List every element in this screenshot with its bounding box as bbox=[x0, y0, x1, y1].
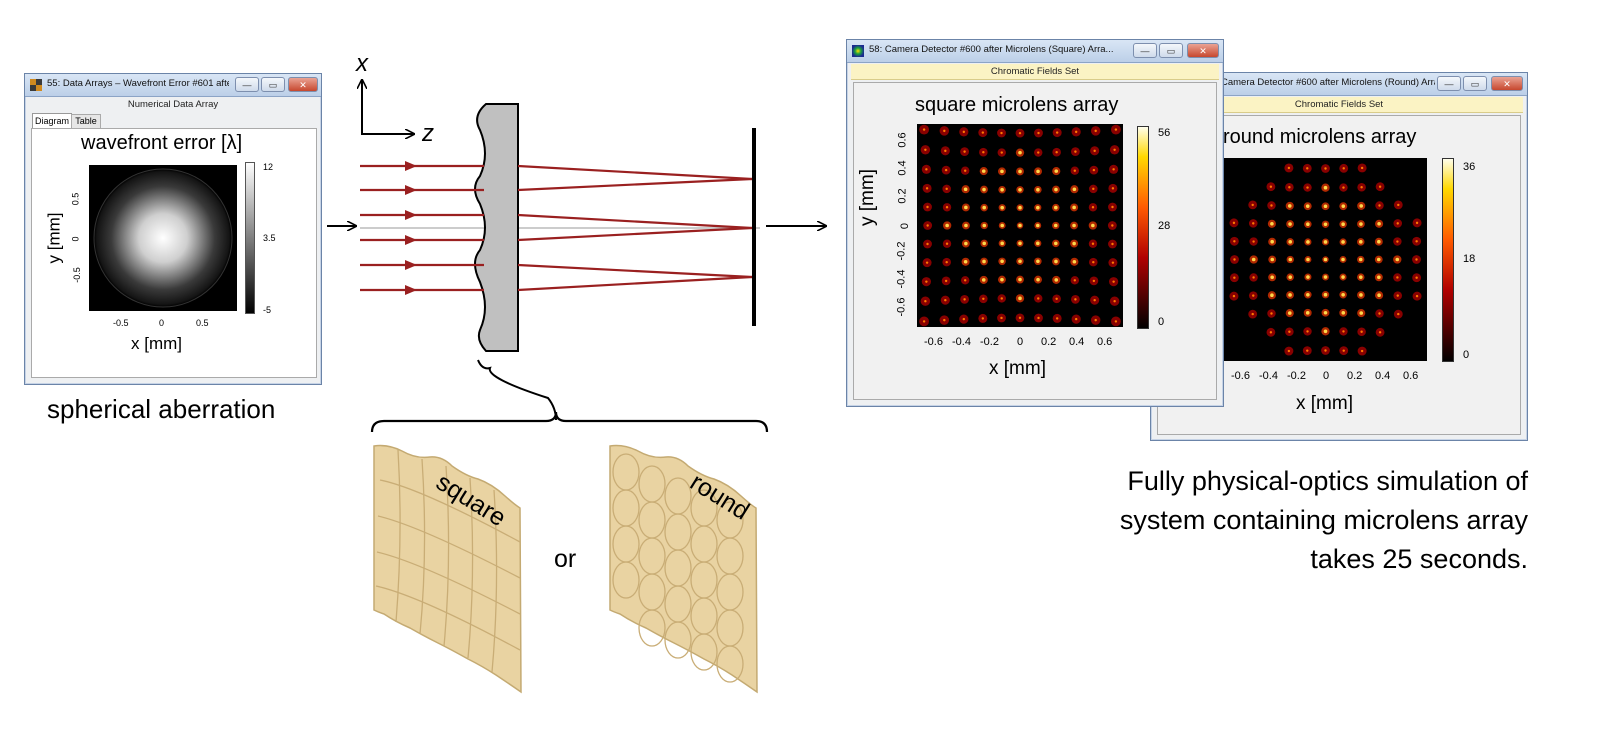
wavefront-plot bbox=[89, 165, 237, 311]
square-x-tick: -0.2 bbox=[980, 336, 999, 348]
maximize-button[interactable]: ▭ bbox=[261, 77, 285, 92]
x-tick: 0 bbox=[159, 318, 165, 328]
close-button[interactable]: ✕ bbox=[288, 77, 318, 92]
maximize-button[interactable]: ▭ bbox=[1159, 43, 1183, 58]
summary-line-1: Fully physical-optics simulation of bbox=[1127, 466, 1528, 496]
round-plot-title: round microlens array bbox=[1223, 126, 1417, 148]
colorbar-tick-mid: 3.5 bbox=[263, 233, 276, 243]
square-y-tick: -0.2 bbox=[895, 241, 908, 261]
wavefront-plot-title: wavefront error [λ] bbox=[81, 132, 243, 154]
square-x-tick: 0.6 bbox=[1097, 336, 1113, 348]
square-y-tick: -0.4 bbox=[895, 269, 908, 289]
axis-z-label: z bbox=[422, 120, 434, 147]
round-x-tick: 0.2 bbox=[1347, 370, 1363, 382]
simulation-summary: Fully physical-optics simulation of syst… bbox=[1120, 462, 1528, 579]
axis-x-label: x bbox=[356, 50, 368, 77]
round-colorbar bbox=[1442, 158, 1454, 362]
round-window-titlebar[interactable]: Camera Detector #600 after Microlens (Ro… bbox=[1151, 73, 1527, 96]
square-window-subtitle: Chromatic Fields Set bbox=[851, 64, 1219, 80]
close-button[interactable]: ✕ bbox=[1491, 76, 1523, 91]
data-array-icon bbox=[30, 79, 42, 91]
round-window-subtitle: Chromatic Fields Set bbox=[1155, 97, 1523, 113]
x-tick: -0.5 bbox=[113, 318, 129, 328]
or-label: or bbox=[554, 545, 577, 573]
wavefront-colorbar bbox=[245, 162, 255, 314]
square-microlens-surface bbox=[373, 444, 522, 694]
square-x-tick: -0.4 bbox=[952, 336, 971, 348]
square-x-tick: 0 bbox=[1017, 336, 1024, 348]
microlens-substrate bbox=[474, 103, 519, 352]
round-x-tick: 0.6 bbox=[1403, 370, 1419, 382]
round-x-tick: -0.2 bbox=[1287, 370, 1306, 382]
round-window-title: Camera Detector #600 after Microlens (Ro… bbox=[1221, 77, 1435, 88]
round-colorbar-tick: 18 bbox=[1463, 253, 1476, 265]
wavefront-window-titlebar[interactable]: 55: Data Arrays – Wavefront Error #601 a… bbox=[25, 74, 321, 97]
lens-brace bbox=[477, 359, 557, 421]
round-x-tick: 0.4 bbox=[1375, 370, 1391, 382]
x-axis-label: x [mm] bbox=[131, 334, 182, 353]
summary-line-3: takes 25 seconds. bbox=[1310, 544, 1528, 574]
focused-rays bbox=[517, 164, 753, 292]
camera-detector-icon bbox=[852, 45, 864, 57]
spherical-aberration-caption: spherical aberration bbox=[47, 394, 276, 424]
summary-line-2: system containing microlens array bbox=[1119, 505, 1528, 535]
square-window-title: 58: Camera Detector #600 after Microlens… bbox=[869, 44, 1114, 55]
minimize-button[interactable]: — bbox=[1437, 76, 1461, 91]
square-y-tick: 0.6 bbox=[896, 132, 909, 148]
colorbar-tick-max: 12 bbox=[263, 162, 274, 172]
square-y-tick: 0 bbox=[899, 222, 912, 230]
square-window-titlebar[interactable]: 58: Camera Detector #600 after Microlens… bbox=[847, 40, 1223, 63]
square-y-tick: -0.6 bbox=[895, 297, 908, 317]
x-tick: 0.5 bbox=[196, 318, 209, 328]
close-button[interactable]: ✕ bbox=[1187, 43, 1219, 58]
round-x-tick: -0.4 bbox=[1259, 370, 1278, 382]
round-colorbar-tick: 36 bbox=[1463, 161, 1476, 173]
round-colorbar-tick: 0 bbox=[1463, 349, 1470, 361]
square-x-axis-label: x [mm] bbox=[989, 358, 1046, 379]
square-x-tick: 0.2 bbox=[1041, 336, 1057, 348]
minimize-button[interactable]: — bbox=[235, 77, 259, 92]
square-x-tick: -0.6 bbox=[924, 336, 943, 348]
colorbar-tick-min: -5 bbox=[263, 305, 272, 315]
maximize-button[interactable]: ▭ bbox=[1463, 76, 1487, 91]
round-x-tick: -0.6 bbox=[1231, 370, 1250, 382]
incoming-rays bbox=[360, 164, 484, 292]
square-colorbar bbox=[1137, 126, 1149, 329]
wavefront-window-title: 55: Data Arrays – Wavefront Error #601 a… bbox=[47, 78, 229, 89]
wavefront-window: 55: Data Arrays – Wavefront Error #601 a… bbox=[24, 73, 322, 385]
square-plot-title: square microlens array bbox=[915, 94, 1119, 116]
square-y-tick: 0.2 bbox=[896, 188, 909, 204]
minimize-button[interactable]: — bbox=[1133, 43, 1157, 58]
square-y-tick: 0.4 bbox=[896, 160, 909, 176]
array-choice-brace bbox=[370, 411, 769, 433]
square-x-tick: 0.4 bbox=[1069, 336, 1085, 348]
round-microlens-surface bbox=[609, 444, 758, 694]
tab-table[interactable]: Table bbox=[71, 114, 101, 128]
square-y-axis-label: y [mm] bbox=[857, 169, 878, 226]
square-colorbar-tick: 28 bbox=[1158, 220, 1171, 232]
square-colorbar-tick: 56 bbox=[1158, 127, 1171, 139]
ray-direction-arrows bbox=[405, 161, 417, 295]
round-x-tick: 0 bbox=[1323, 370, 1330, 382]
wavefront-window-subtitle: Numerical Data Array bbox=[127, 99, 219, 110]
square-colorbar-tick: 0 bbox=[1158, 316, 1165, 328]
round-x-axis-label: x [mm] bbox=[1296, 393, 1353, 414]
